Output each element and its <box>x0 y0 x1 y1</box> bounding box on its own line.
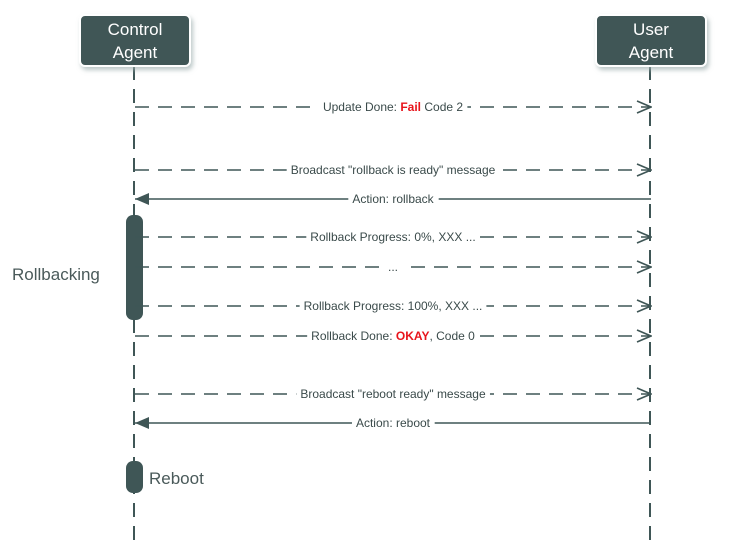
message-label-prefix: Rollback Progress: 100%, XXX ... <box>304 299 483 313</box>
message-label-prefix: Broadcast "rollback is ready" message <box>291 163 496 177</box>
message-label-broadcast-rollback-ready: Broadcast "rollback is ready" message <box>291 163 496 177</box>
message-label-prefix: Action: reboot <box>356 416 431 430</box>
message-label-bg-action-reboot <box>351 415 435 431</box>
message-label-highlight: OKAY <box>396 329 430 343</box>
message-label-bg-rollback-progress-mid <box>383 259 403 275</box>
message-label-suffix: Code 2 <box>421 100 463 114</box>
control-agent-actor: Control Agent <box>79 14 191 67</box>
messages-group: Update Done: Fail Code 2 Broadcast "rollb… <box>135 99 651 431</box>
rollbacking-state-label: Rollbacking <box>12 265 100 284</box>
message-label-prefix: Action: rollback <box>352 192 434 206</box>
user-agent-label-line1: User <box>633 20 669 39</box>
message-label-highlight: Fail <box>400 100 421 114</box>
message-label-prefix: Rollback Progress: 0%, XXX ... <box>310 230 475 244</box>
message-label-bg-rollback-progress-0 <box>306 229 480 245</box>
message-rollback-progress-0: Rollback Progress: 0%, XXX ... <box>135 229 651 245</box>
message-update-done: Update Done: Fail Code 2 <box>135 99 651 115</box>
control-agent-label-line2: Agent <box>113 43 158 62</box>
message-label-bg-action-rollback <box>348 191 439 207</box>
message-label-bg-update-done <box>318 99 468 115</box>
message-action-reboot: Action: reboot <box>135 415 651 431</box>
message-rollback-done: Rollback Done: OKAY, Code 0 <box>135 328 651 344</box>
message-broadcast-rollback-ready: Broadcast "rollback is ready" message <box>135 162 651 178</box>
message-label-rollback-progress-0: Rollback Progress: 0%, XXX ... <box>310 230 475 244</box>
rollbacking-activation-bar <box>126 215 143 320</box>
message-label-rollback-done: Rollback Done: OKAY, Code 0 <box>311 329 475 343</box>
message-label-action-reboot: Action: reboot <box>356 416 431 430</box>
control-agent-box <box>79 14 191 67</box>
message-label-action-rollback: Action: rollback <box>352 192 434 206</box>
message-label-prefix: Update Done: <box>323 100 400 114</box>
message-label-rollback-progress-100: Rollback Progress: 100%, XXX ... <box>304 299 483 313</box>
message-action-rollback: Action: rollback <box>135 191 651 207</box>
message-label-update-done: Update Done: Fail Code 2 <box>323 100 463 114</box>
message-label-bg-rollback-done <box>307 328 480 344</box>
message-label-bg-broadcast-rollback-ready <box>286 162 500 178</box>
message-label-bg-rollback-progress-100 <box>299 298 487 314</box>
user-agent-actor: User Agent <box>595 14 707 67</box>
message-label-bg-broadcast-reboot-ready <box>296 386 490 402</box>
control-agent-label-line1: Control <box>108 20 163 39</box>
message-rollback-progress-100: Rollback Progress: 100%, XXX ... <box>135 298 651 314</box>
message-label-prefix: Rollback Done: <box>311 329 396 343</box>
message-label-broadcast-reboot-ready: Broadcast "reboot ready" message <box>300 387 486 401</box>
message-label-rollback-progress-mid: ... <box>388 260 398 274</box>
reboot-state-label: Reboot <box>149 469 204 488</box>
reboot-activation-bar <box>126 461 143 493</box>
message-label-prefix: ... <box>388 260 398 274</box>
message-rollback-progress-mid: ... <box>135 259 651 275</box>
user-agent-label-line2: Agent <box>629 43 674 62</box>
message-broadcast-reboot-ready: Broadcast "reboot ready" message <box>135 386 651 402</box>
message-label-suffix: , Code 0 <box>429 329 475 343</box>
user-agent-box <box>595 14 707 67</box>
message-label-prefix: Broadcast "reboot ready" message <box>300 387 486 401</box>
